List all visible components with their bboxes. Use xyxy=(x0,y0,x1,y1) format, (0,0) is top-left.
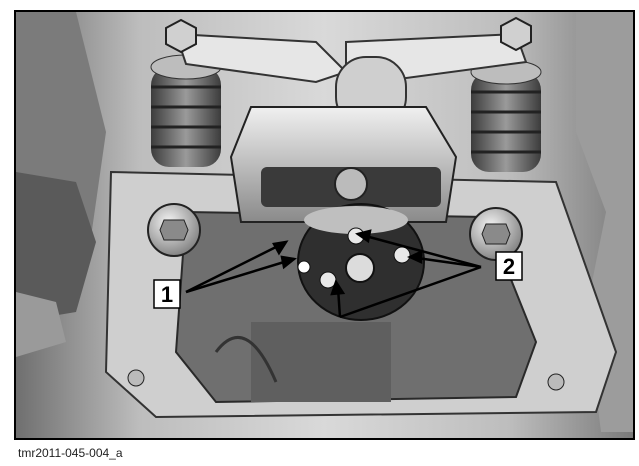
callout-1: 1 xyxy=(153,279,181,309)
callout-1-label: 1 xyxy=(161,282,173,307)
lower-right-bolt xyxy=(547,373,565,391)
right-valve-spring xyxy=(470,59,542,172)
engine-illustration: 1 2 xyxy=(16,12,633,438)
lower-curve xyxy=(214,335,278,383)
plate-hole-right xyxy=(393,246,411,264)
callout-arrows xyxy=(185,229,482,319)
callout-2-label: 2 xyxy=(503,254,515,279)
lower-left-bolt xyxy=(127,369,145,387)
right-adjuster-nut xyxy=(500,16,532,52)
figure-frame: 1 2 xyxy=(14,10,635,440)
center-bolt xyxy=(334,167,368,201)
left-tube xyxy=(16,292,66,357)
lower-cavity xyxy=(251,322,391,402)
rocker-arm-left xyxy=(174,32,348,84)
callout-2: 2 xyxy=(495,251,523,281)
plate-center-hub xyxy=(345,253,375,283)
left-valve-spring xyxy=(150,54,222,167)
left-head-bolt xyxy=(147,203,201,257)
plate-index-mark xyxy=(297,260,311,274)
figure-caption: tmr2011-045-004_a xyxy=(18,446,123,460)
left-adjuster-nut xyxy=(165,18,197,54)
left-bracket xyxy=(16,172,96,322)
